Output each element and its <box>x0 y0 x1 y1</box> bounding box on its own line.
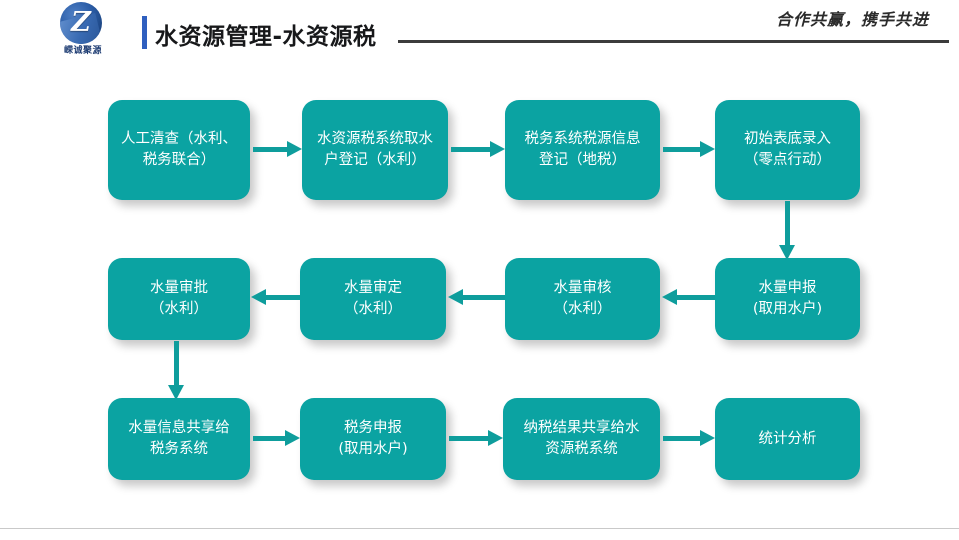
flow-node-n9[interactable]: 水量信息共享给 税务系统 <box>108 398 250 480</box>
title-divider-rule <box>398 40 949 43</box>
flow-node-n11[interactable]: 纳税结果共享给水 资源税系统 <box>503 398 660 480</box>
arrow-n2-to-n3 <box>451 141 505 157</box>
header-slogan: 合作共赢，携手共进 <box>775 10 929 29</box>
footer-divider <box>0 528 959 529</box>
company-logo-icon: Z <box>60 2 102 44</box>
arrow-n4-to-n5 <box>779 201 795 260</box>
flow-node-n1[interactable]: 人工清查（水利、 税务联合） <box>108 100 250 200</box>
page-title: 水资源管理-水资源税 <box>155 24 377 50</box>
arrow-n11-to-n12 <box>663 430 715 446</box>
arrow-n3-to-n4 <box>663 141 715 157</box>
flow-node-n2[interactable]: 水资源税系统取水 户登记（水利） <box>302 100 448 200</box>
title-accent-bar <box>142 16 147 49</box>
flow-node-n3[interactable]: 税务系统税源信息 登记（地税） <box>505 100 660 200</box>
arrow-n9-to-n10 <box>253 430 300 446</box>
flow-node-n10[interactable]: 税务申报 (取用水户) <box>300 398 446 480</box>
logo-letter: Z <box>71 7 91 38</box>
arrow-n1-to-n2 <box>253 141 302 157</box>
flow-node-n4[interactable]: 初始表底录入 （零点行动） <box>715 100 860 200</box>
flow-node-n5[interactable]: 水量申报 (取用水户) <box>715 258 860 340</box>
company-name: 嵘诚聚源 <box>63 46 102 56</box>
arrow-n5-to-n6 <box>662 289 715 305</box>
flow-node-n6[interactable]: 水量审核 （水利） <box>505 258 660 340</box>
company-logo: Z 嵘诚聚源 <box>48 2 118 56</box>
flow-node-n12[interactable]: 统计分析 <box>715 398 860 480</box>
arrow-n6-to-n7 <box>448 289 505 305</box>
flow-node-n8[interactable]: 水量审批 （水利） <box>108 258 250 340</box>
arrow-n10-to-n11 <box>449 430 503 446</box>
flow-node-n7[interactable]: 水量审定 （水利） <box>300 258 446 340</box>
page-header: Z 嵘诚聚源 水资源管理-水资源税 合作共赢，携手共进 <box>0 0 959 62</box>
arrow-n8-to-n9 <box>168 341 184 400</box>
arrow-n7-to-n8 <box>251 289 300 305</box>
